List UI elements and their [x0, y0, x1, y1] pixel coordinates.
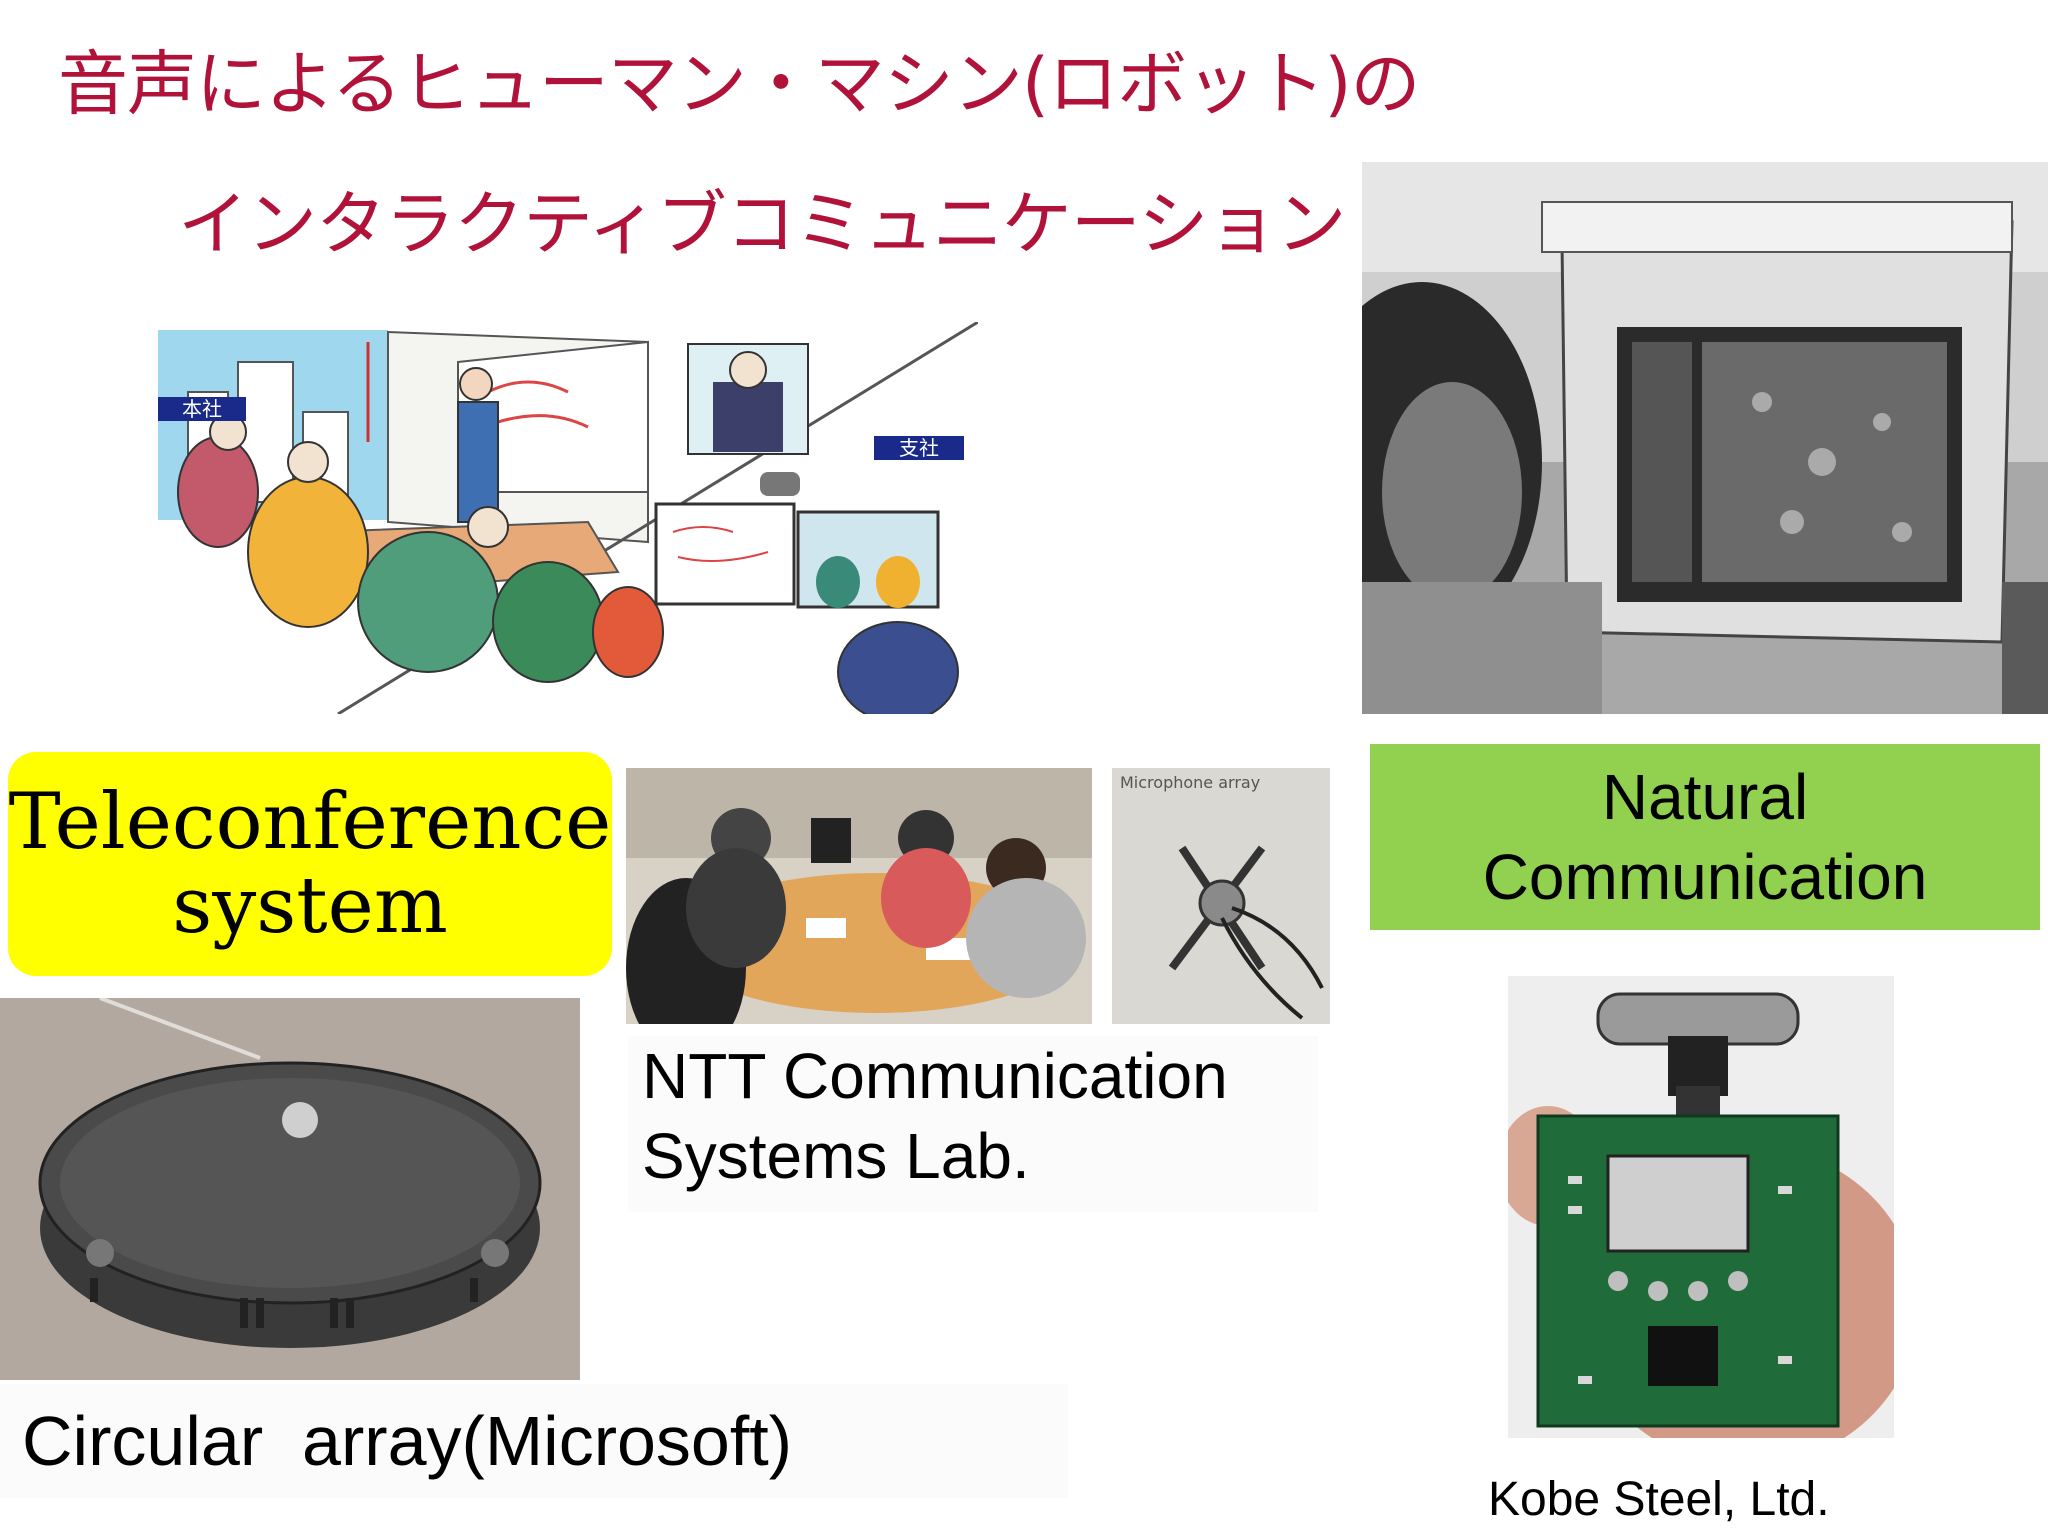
microphone-array-photo-label: Microphone array [1120, 773, 1260, 792]
teleconference-label-line-2: system [172, 861, 448, 951]
user-at-monitor-photo [1362, 162, 2048, 714]
teleconference-label-line-1: Teleconference [8, 776, 612, 867]
ntt-caption-line-2: Systems Lab. [642, 1120, 1030, 1192]
microphone-array-photo: Microphone array [1112, 768, 1330, 1024]
main-office-sign: 本社 [182, 397, 222, 421]
handheld-circuit-board-photo [1508, 976, 1894, 1438]
kobe-steel-caption: Kobe Steel, Ltd. [1488, 1473, 1830, 1526]
slide-title-line-1: 音声によるヒューマン・マシン(ロボット)の [58, 43, 1421, 125]
ntt-lab-caption: NTT Communication Systems Lab. [628, 1036, 1318, 1212]
teleconference-system-label: Teleconference system [8, 752, 612, 976]
branch-office-sign: 支社 [899, 436, 939, 460]
natural-label-line-1: Natural [1601, 761, 1809, 833]
natural-label-line-2: Communication [1482, 841, 1928, 913]
circular-array-device-photo [0, 998, 580, 1380]
natural-communication-label: Natural Communication [1370, 744, 2040, 930]
teleconference-sketch-illustration: 本社 支社 [158, 322, 978, 714]
ntt-caption-line-1: NTT Communication [642, 1040, 1228, 1112]
meeting-room-photo [626, 768, 1092, 1024]
circular-array-caption: Circular array(Microsoft) [0, 1384, 1068, 1498]
slide-title-line-2: インタラクティブコミュニケーション [178, 183, 1346, 265]
